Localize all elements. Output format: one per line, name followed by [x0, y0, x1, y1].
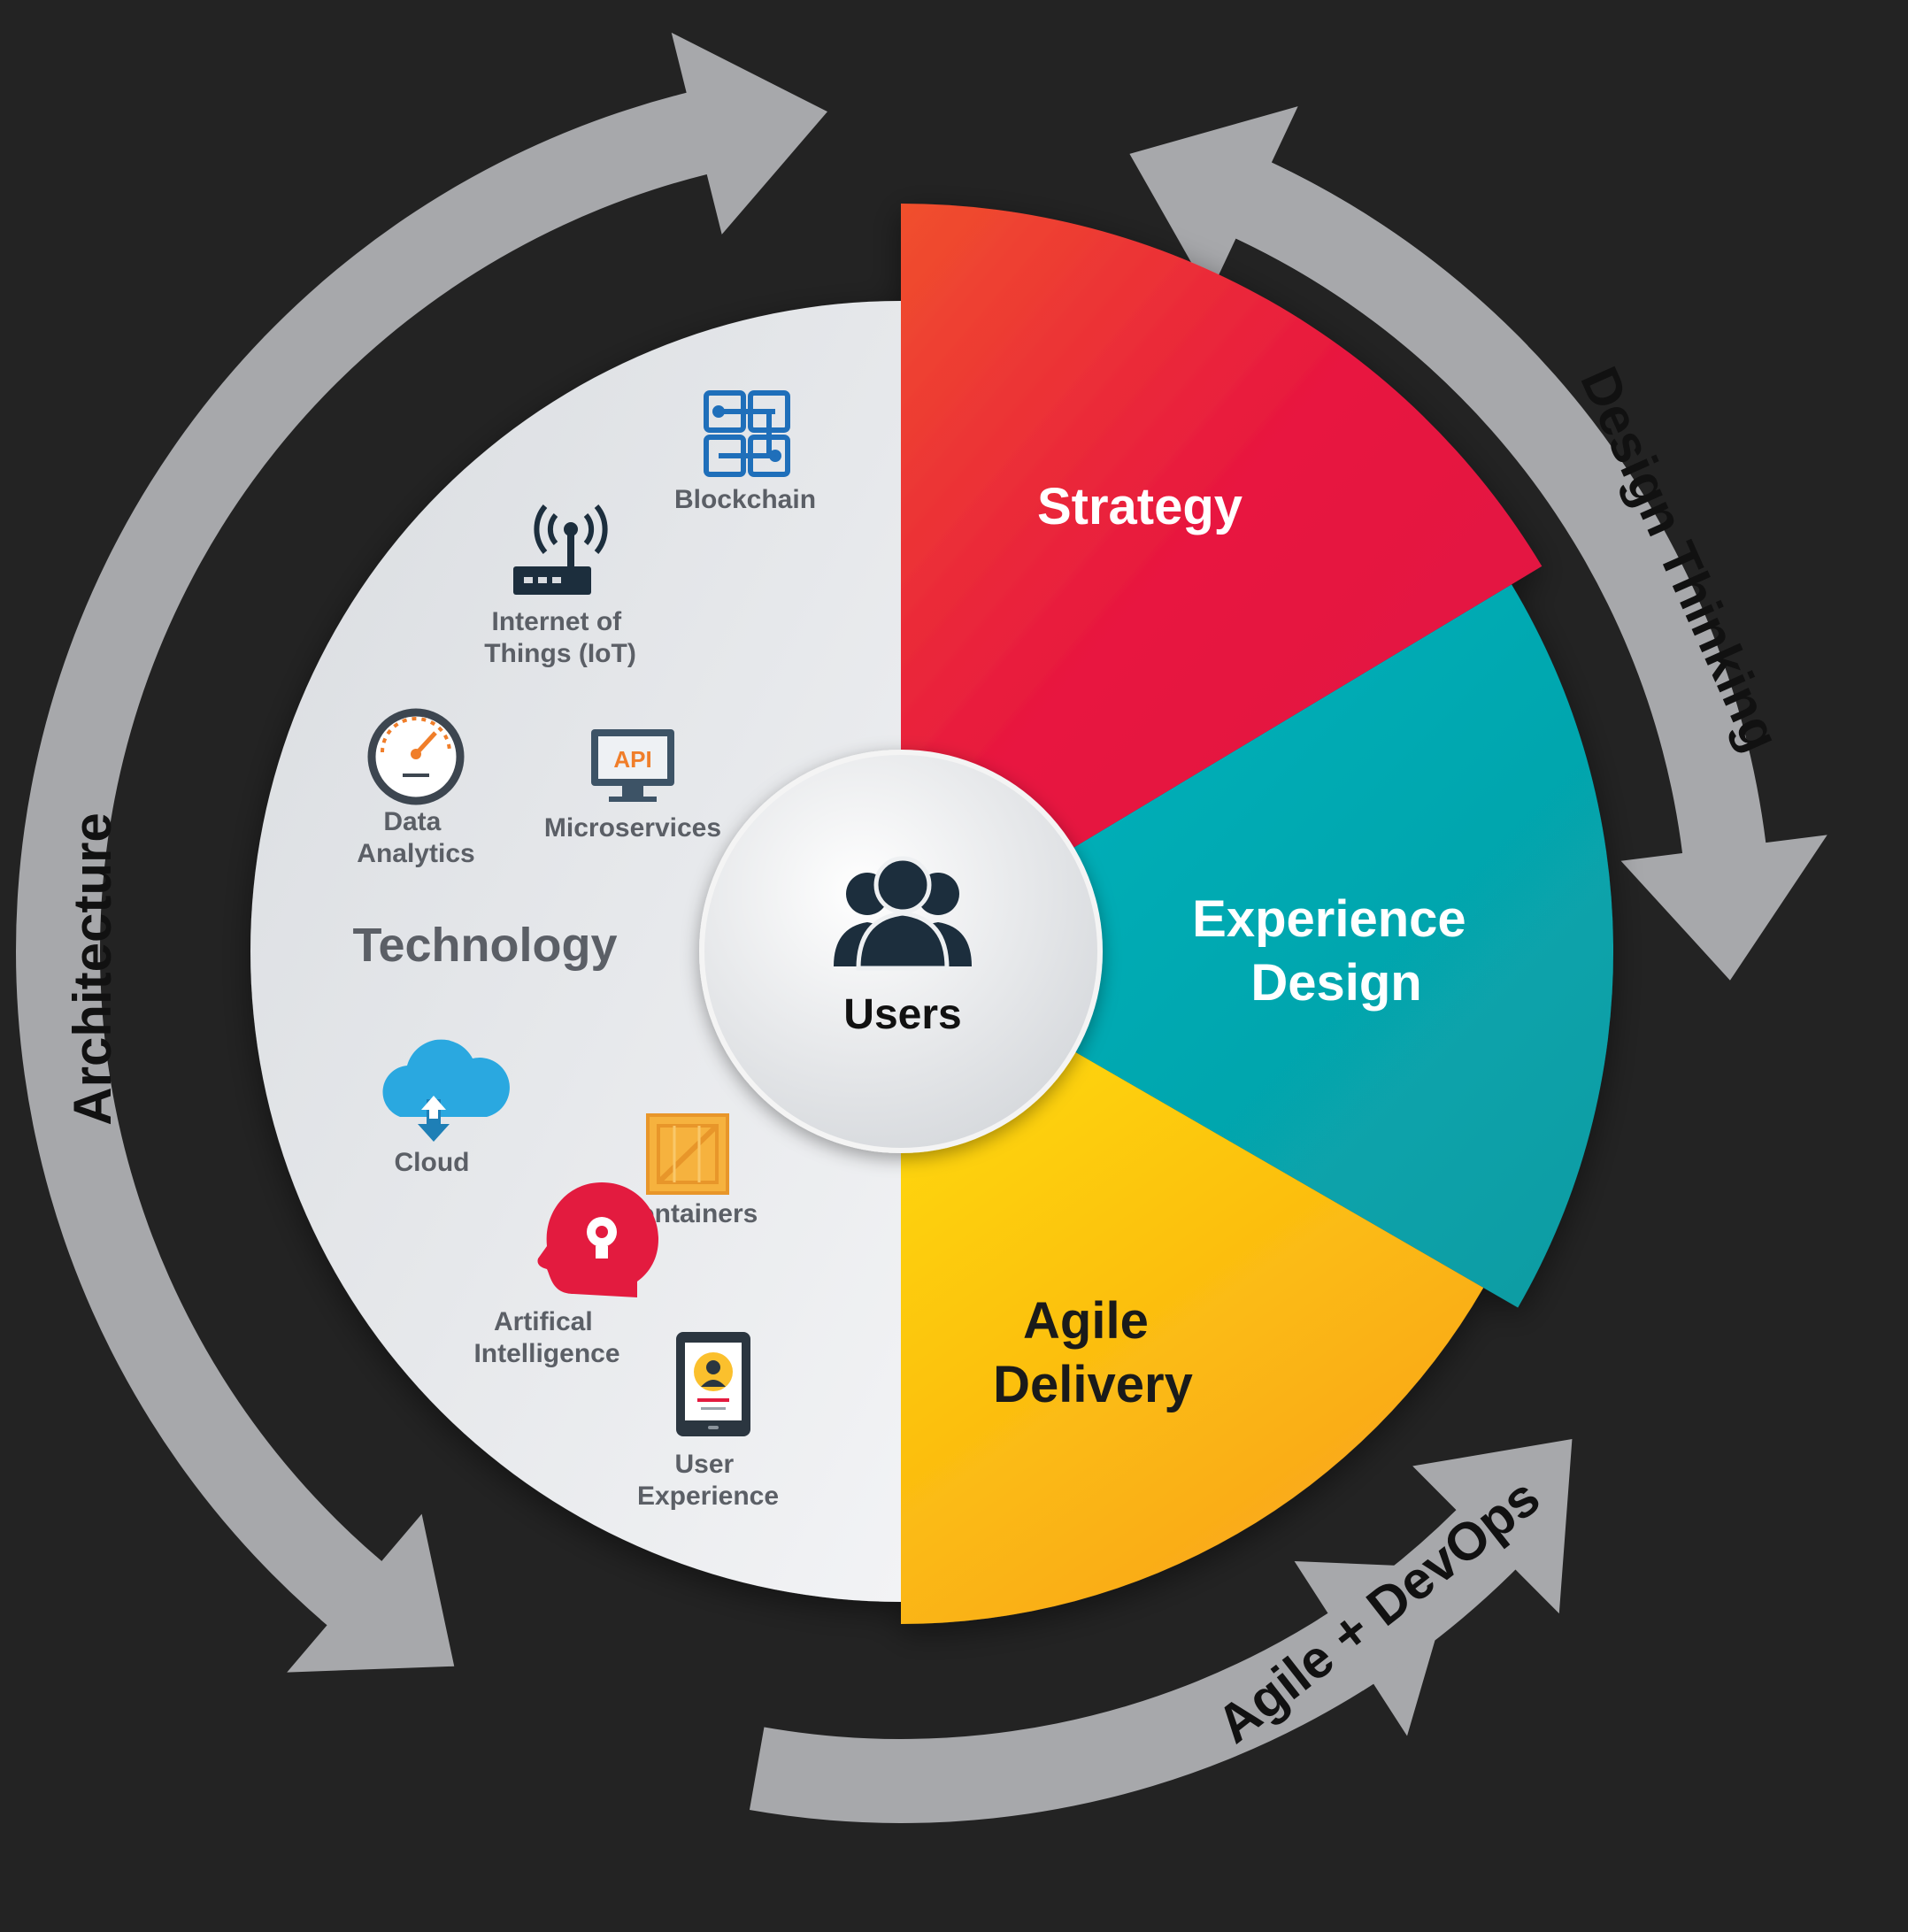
tech-item-user-experience: User Experience: [637, 1332, 779, 1511]
experience-design-line-1: Experience: [1192, 890, 1466, 948]
cloud-line-1: Cloud: [395, 1148, 470, 1177]
technology-segment: [250, 301, 901, 1602]
data-analytics-line-1: Data: [383, 807, 441, 836]
experience-design-line-2: Design: [1250, 954, 1421, 1012]
iot-line-1: Internet of: [491, 607, 622, 636]
tech-item-microservices: API Microservices: [544, 729, 721, 843]
agile-delivery-line-2: Delivery: [993, 1356, 1193, 1413]
agile-devops-forward-arrow: [1318, 1439, 1573, 1691]
agile-delivery-line-1: Agile: [1023, 1292, 1149, 1350]
ai-line-1: Artifical: [494, 1307, 593, 1336]
svg-text:User Experience: User Experience: [637, 1450, 779, 1511]
tablet-profile-icon: [676, 1332, 750, 1436]
wheel: [250, 204, 1614, 1624]
data-analytics-line-2: Analytics: [357, 839, 474, 868]
svg-text:Cloud: Cloud: [395, 1148, 470, 1177]
cycle-arrows: [15, 32, 1827, 1823]
svg-text:Internet of Things (IoT): Internet of Things (IoT): [484, 607, 636, 668]
crate-icon: [646, 1113, 729, 1195]
architecture-arrow: [15, 32, 827, 1650]
gauge-icon: [367, 708, 465, 805]
agile-delivery-segment: [901, 951, 1484, 1624]
cloud-icon: [382, 1039, 510, 1142]
users-icon: [834, 856, 972, 971]
experience-design-segment: [901, 584, 1614, 1308]
tech-item-cloud: Cloud: [382, 1039, 510, 1177]
tech-item-ai: Artifical Intelligence: [473, 1182, 658, 1368]
architecture-return-arrow: [287, 1513, 455, 1673]
head-lightbulb-icon: [537, 1182, 658, 1297]
user-experience-line-1: User: [674, 1450, 734, 1479]
strategy-segment: [901, 204, 1543, 951]
svg-text:Artifical Intelligence: Artifical Intelligence: [473, 1307, 619, 1368]
user-experience-line-2: Experience: [637, 1482, 779, 1511]
api-monitor-icon: API: [591, 729, 674, 802]
tech-item-blockchain: Blockchain: [674, 390, 816, 514]
experience-design-label: Experience Design: [1192, 890, 1481, 1012]
svg-text:Blockchain: Blockchain: [674, 485, 816, 514]
agile-devops-arrow: [749, 1561, 1457, 1823]
design-thinking-arrow: [1196, 142, 1827, 981]
architecture-label: Architecture: [63, 812, 122, 1125]
wireless-router-icon: [513, 504, 608, 595]
blockchain-icon: [704, 390, 790, 477]
tech-item-iot: Internet of Things (IoT): [484, 504, 636, 668]
agile-delivery-label: Agile Delivery: [993, 1292, 1193, 1413]
tech-item-data-analytics: Data Analytics: [357, 708, 475, 868]
blockchain-line-1: Blockchain: [674, 485, 816, 514]
microservices-line-1: Microservices: [544, 813, 721, 843]
ai-line-2: Intelligence: [473, 1339, 619, 1368]
iot-line-2: Things (IoT): [484, 639, 636, 668]
users-label: Users: [843, 991, 961, 1038]
svg-text:Data Analytics: Data Analytics: [357, 807, 474, 868]
design-thinking-return-arrow: [1129, 106, 1528, 404]
strategy-label: Strategy: [1037, 478, 1243, 535]
technology-label: Technology: [352, 919, 617, 972]
api-icon-text: API: [613, 746, 651, 773]
svg-text:Microservices: Microservices: [544, 813, 721, 843]
